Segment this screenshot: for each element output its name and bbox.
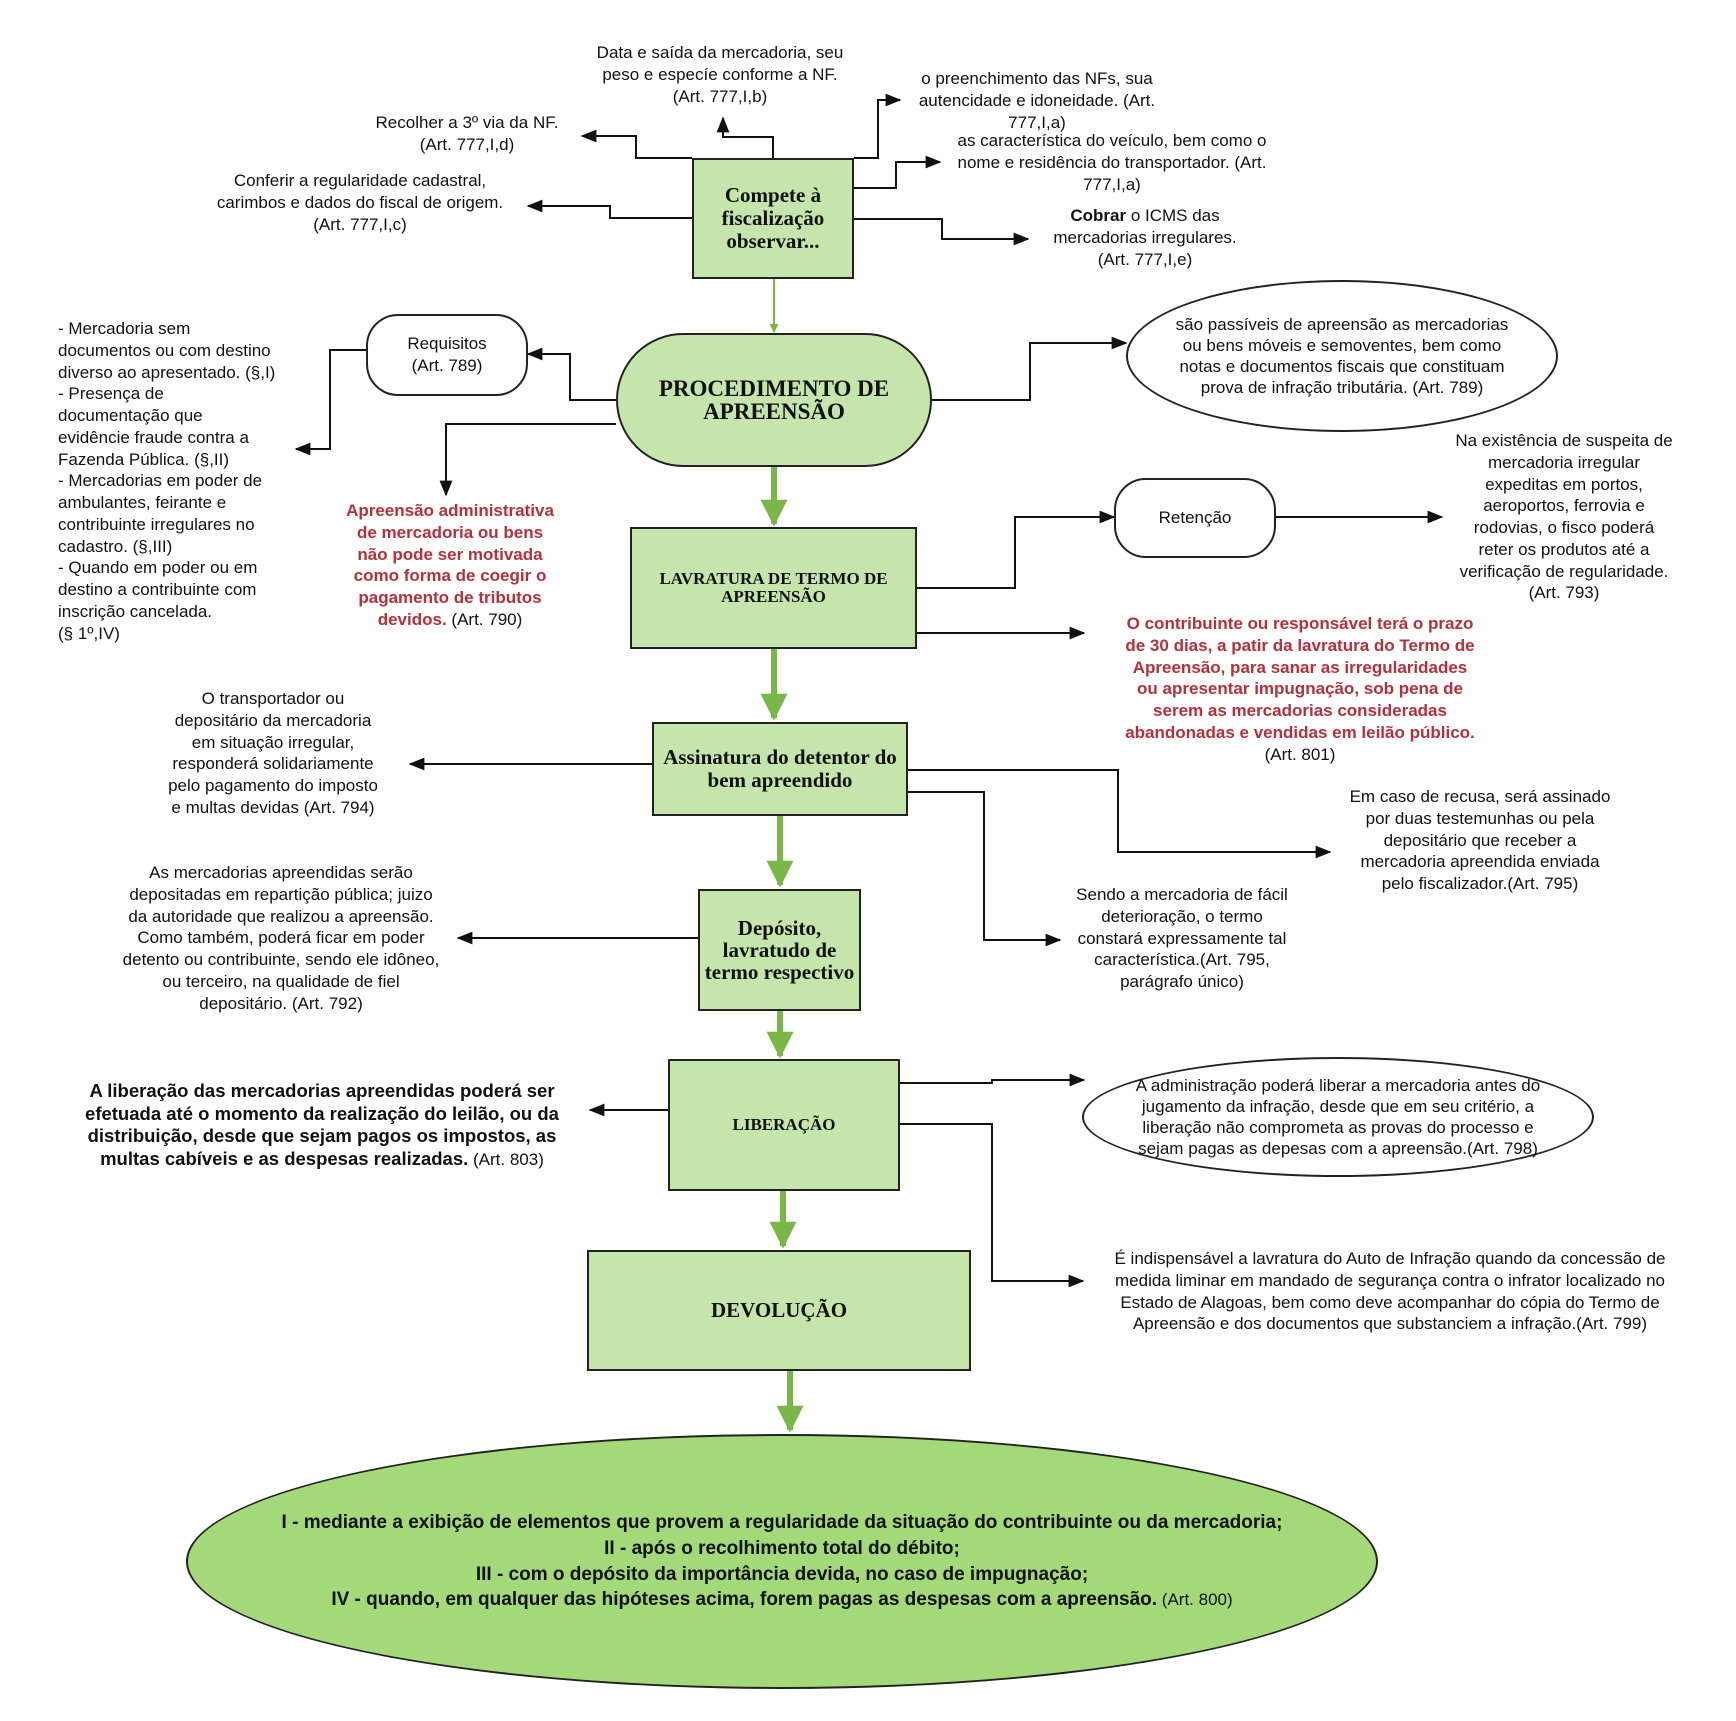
node-liberacao: LIBERAÇÃO xyxy=(668,1059,900,1191)
administracao-text: A administração poderá liberar a mercado… xyxy=(1135,1075,1541,1159)
node-devolucao-label: DEVOLUÇÃO xyxy=(710,1298,848,1322)
node-requisitos: Requisitos (Art. 789) xyxy=(366,314,528,396)
text-suspeita: Na existência de suspeita de mercadoria … xyxy=(1455,431,1673,603)
text-auto-infracao: É indispensável a lavratura do Auto de I… xyxy=(1114,1249,1666,1334)
connector-administracao xyxy=(900,1073,1086,1087)
text-requisitos-list: - Mercadoria sem documentos ou com desti… xyxy=(58,319,276,643)
node-procedimento: PROCEDIMENTO DE APREENSÃO xyxy=(616,333,932,467)
final-line-3: III - com o depósito da importância devi… xyxy=(475,1563,1089,1585)
text-recolher: Recolher a 3º via da NF. (Art. 777,I,d) xyxy=(375,113,559,154)
node-devolucao: DEVOLUÇÃO xyxy=(587,1250,971,1371)
connector-auto-infracao xyxy=(900,1123,1085,1288)
connector-preenchimento xyxy=(854,93,902,159)
node-lavratura-label: LAVRATURA DE TERMO DE APREENSÃO xyxy=(659,569,888,606)
node-procedimento-label: PROCEDIMENTO DE APREENSÃO xyxy=(658,376,890,424)
node-lavratura: LAVRATURA DE TERMO DE APREENSÃO xyxy=(630,527,917,649)
node-assinatura: Assinatura do detentor do bem apreendido xyxy=(652,722,908,816)
final-line-4: IV - quando, em qualquer das hipóteses a… xyxy=(331,1589,1158,1611)
leilao-art: (Art. 803) xyxy=(468,1149,544,1169)
prazo-art: (Art. 801) xyxy=(1264,744,1336,764)
cobrar-rest: o ICMS das mercadorias irregulares. (Art… xyxy=(1053,206,1237,269)
text-conferir: Conferir a regularidade cadastral, carim… xyxy=(216,171,504,234)
text-deterioracao: Sendo a mercadoria de fácil deterioração… xyxy=(1076,885,1288,991)
node-deposito: Depósito, lavratudo de termo respectivo xyxy=(698,889,861,1011)
text-caracteristica: as característica do veículo, bem como o… xyxy=(957,131,1267,194)
node-liberacao-label: LIBERAÇÃO xyxy=(732,1115,836,1134)
final-line-4-art: (Art. 800) xyxy=(1157,1590,1233,1610)
connector-caracteristica xyxy=(854,155,942,189)
node-compete-label: Compete à fiscalização observar... xyxy=(721,182,825,254)
connector-requisitos-list xyxy=(294,349,366,456)
text-data-saida: Data e saída da mercadoria, seu peso e e… xyxy=(596,43,844,106)
connector-conferir xyxy=(526,199,692,219)
oval-administracao: A administração poderá liberar a mercado… xyxy=(1082,1057,1594,1177)
connector-passiveis xyxy=(932,336,1128,401)
text-cobrar: Cobrar o ICMS das mercadorias irregulare… xyxy=(1030,205,1260,270)
connector-data-saida xyxy=(716,116,774,158)
text-recusa: Em caso de recusa, será assinado por dua… xyxy=(1349,787,1611,893)
apreensao-admin-art: (Art. 790) xyxy=(446,609,523,629)
text-prazo: O contribuinte ou responsável terá o pra… xyxy=(1090,613,1510,765)
prazo-red: O contribuinte ou responsável terá o pra… xyxy=(1125,614,1475,742)
connector-cobrar xyxy=(854,218,1030,246)
connector-deterioracao xyxy=(908,791,1062,947)
text-depositadas: As mercadorias apreendidas serão deposit… xyxy=(122,863,440,1013)
text-apreensao-admin: Apreensão administrativa de mercadoria o… xyxy=(330,500,570,631)
node-retencao: Retenção xyxy=(1114,478,1276,558)
final-oval: I - mediante a exibição de elementos que… xyxy=(186,1434,1378,1689)
node-compete: Compete à fiscalização observar... xyxy=(692,158,854,279)
text-preenchimento: o preenchimento das NFs, sua autencidade… xyxy=(918,69,1156,132)
apreensao-admin-red: Apreensão administrativa de mercadoria o… xyxy=(346,501,554,629)
leilao-bold: A liberação das mercadorias apreendidas … xyxy=(85,1080,559,1169)
node-deposito-label: Depósito, lavratudo de termo respectivo xyxy=(704,915,855,985)
connector-retencao xyxy=(917,510,1116,589)
text-leilao: A liberação das mercadorias apreendidas … xyxy=(52,1080,592,1170)
text-transportador: O transportador ou depositário da mercad… xyxy=(168,689,378,817)
final-line-4-wrap: IV - quando, em qualquer das hipóteses a… xyxy=(331,1587,1232,1613)
connector-apreensao-admin xyxy=(439,423,616,497)
final-line-1: I - mediante a exibição de elementos que… xyxy=(281,1512,1283,1534)
passiveis-text: são passíveis de apreensão as mercadoria… xyxy=(1175,314,1509,398)
connector-recolher xyxy=(580,129,692,159)
connector-recusa xyxy=(908,769,1332,859)
cobrar-bold: Cobrar xyxy=(1070,206,1127,225)
connector-requisitos xyxy=(526,347,616,401)
final-line-2: II - após o recolhimento total do débito… xyxy=(604,1537,960,1559)
oval-passiveis: são passíveis de apreensão as mercadoria… xyxy=(1126,280,1558,432)
node-assinatura-label: Assinatura do detentor do bem apreendido xyxy=(663,744,897,792)
